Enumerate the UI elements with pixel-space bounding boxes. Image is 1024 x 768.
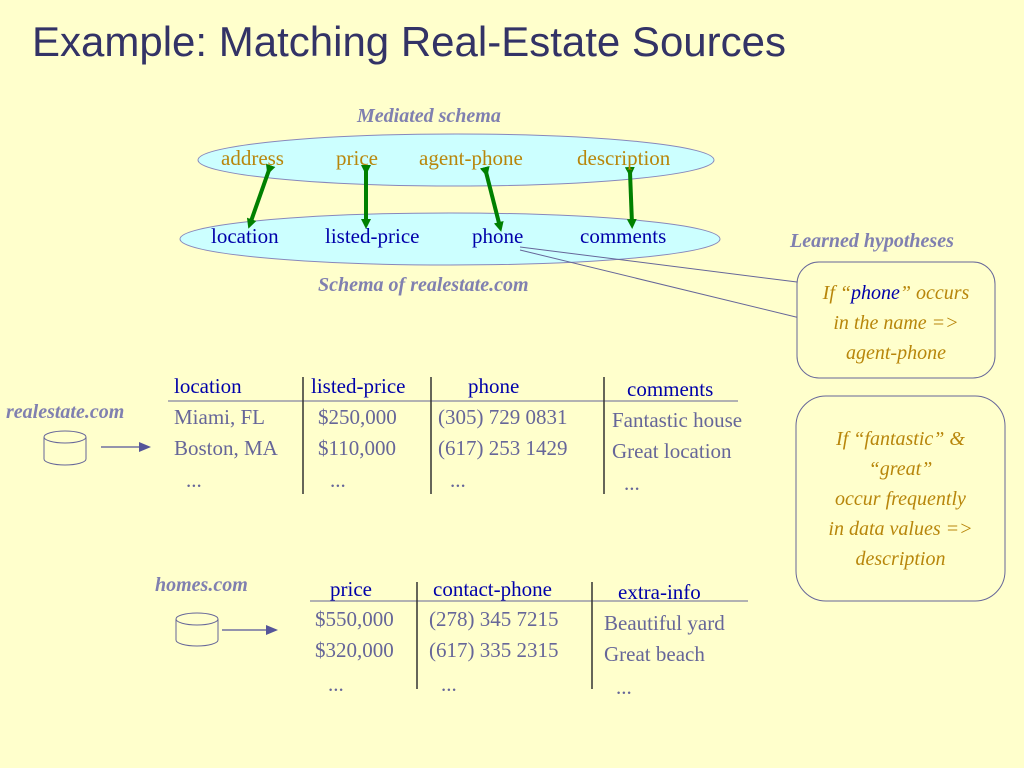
re-cell: Miami, FL: [174, 405, 266, 429]
callout-line-upper: [519, 246, 806, 284]
re-header-location: location: [174, 374, 242, 398]
source-schema-ellipse: [179, 212, 721, 266]
database-icon: [175, 612, 219, 647]
source-field-phone: phone: [472, 224, 524, 248]
source-field-listed-price: listed-price: [325, 224, 420, 248]
match-arrow-address-location: [246, 163, 276, 229]
homes-cell: (617) 335 2315: [429, 638, 559, 662]
hyp2-line1: If “fantastic” &: [836, 428, 965, 450]
mediated-field-agent-phone: agent-phone: [419, 146, 523, 170]
hyp2-line2: “great”: [868, 458, 933, 480]
hyp1-post: ” occurs: [899, 282, 970, 304]
realestate-source-label: realestate.com: [6, 401, 125, 423]
re-header-comments: comments: [627, 377, 714, 401]
database-icon: [43, 430, 87, 466]
source-field-location: location: [211, 224, 279, 248]
source-schema-label: Schema of realestate.com: [318, 274, 529, 296]
homes-cell: Beautiful yard: [604, 611, 725, 635]
hyp2-line5: description: [855, 548, 946, 570]
hyp1-pre: If “: [822, 282, 851, 304]
hypothesis-box-1: [796, 261, 996, 379]
learned-hypotheses-label: Learned hypotheses: [790, 230, 954, 252]
re-cell: Boston, MA: [174, 436, 278, 460]
hyp1-line3: agent-phone: [846, 342, 946, 364]
callout-line-lower: [519, 249, 801, 319]
hyp1-keyword: phone: [851, 282, 900, 304]
mediated-schema-label: Mediated schema: [357, 105, 501, 127]
mediated-field-address: address: [221, 146, 284, 170]
match-arrow-agent-phone-phone: [479, 165, 504, 232]
homes-cell: $320,000: [315, 638, 394, 662]
hyp1-line2: in the name =>: [833, 312, 959, 334]
mediated-schema-ellipse: [197, 133, 715, 187]
re-cell: $110,000: [318, 436, 396, 460]
source-field-comments: comments: [580, 224, 667, 248]
re-cell: $250,000: [318, 405, 397, 429]
homes-cell: ...: [441, 672, 457, 696]
homes-cell: (278) 345 7215: [429, 607, 559, 631]
re-header-phone: phone: [468, 374, 520, 398]
homes-cell: ...: [616, 675, 632, 699]
re-cell: (305) 729 0831: [438, 405, 568, 429]
mediated-field-description: description: [577, 146, 671, 170]
slide-title: Example: Matching Real-Estate Sources: [32, 18, 787, 65]
re-cell: (617) 253 1429: [438, 436, 568, 460]
re-cell: ...: [450, 468, 466, 492]
homes-source-label: homes.com: [155, 574, 248, 596]
re-header-listed-price: listed-price: [311, 374, 406, 398]
re-cell: ...: [186, 468, 202, 492]
homes-header-contact-phone: contact-phone: [433, 577, 552, 601]
hypothesis-2-text: If “fantastic” & “great” occur frequentl…: [796, 424, 1005, 574]
homes-cell: ...: [328, 672, 344, 696]
hypothesis-box-2: [795, 395, 1006, 602]
match-arrow-description-comments: [624, 166, 637, 229]
re-cell: ...: [624, 471, 640, 495]
homes-header-extra-info: extra-info: [618, 580, 701, 604]
hyp2-line4: in data values =>: [828, 518, 973, 540]
homes-header-price: price: [330, 577, 372, 601]
re-cell: ...: [330, 468, 346, 492]
re-cell: Great location: [612, 439, 732, 463]
mediated-field-price: price: [336, 146, 378, 170]
homes-cell: Great beach: [604, 642, 705, 666]
homes-cell: $550,000: [315, 607, 394, 631]
re-cell: Fantastic house: [612, 408, 743, 432]
hypothesis-1-text: If “phone” occurs in the name => agent-p…: [797, 278, 995, 368]
hyp2-line3: occur frequently: [835, 488, 966, 510]
